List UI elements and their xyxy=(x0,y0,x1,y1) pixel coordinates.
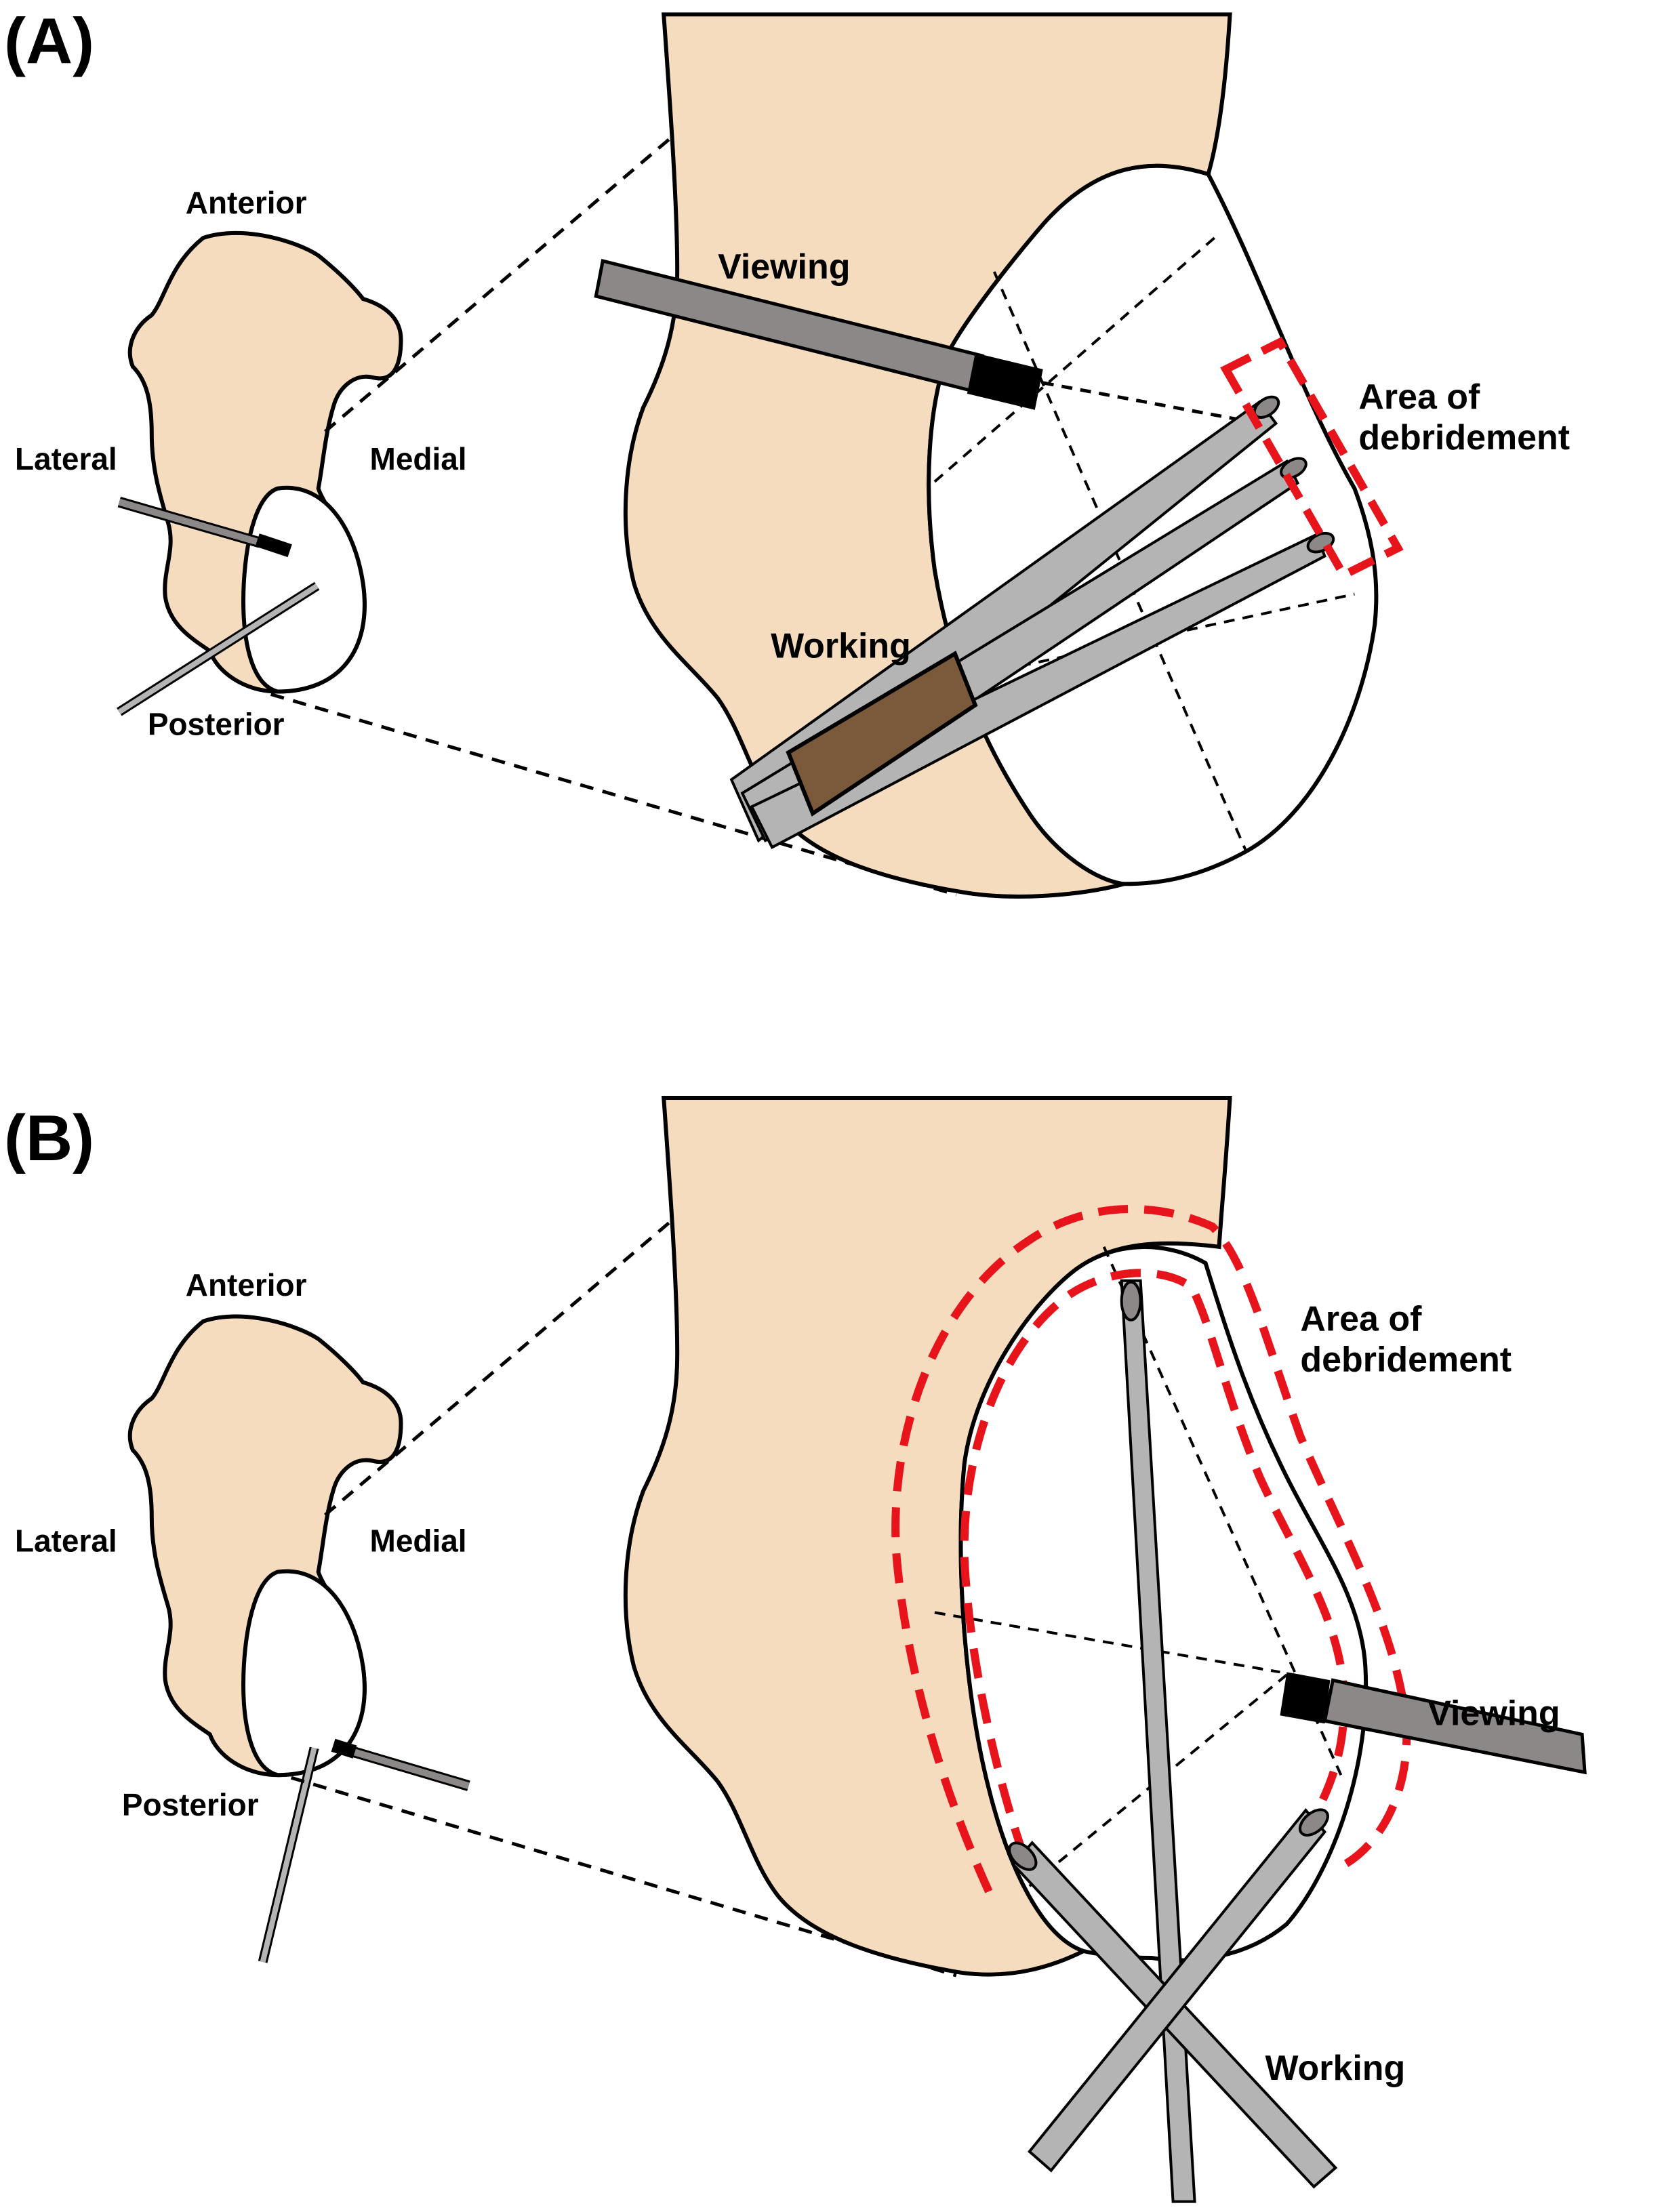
panel-a-zoom-line-top xyxy=(323,124,687,433)
panel-a-debridement-area xyxy=(1220,337,1404,581)
panel-b-enlarged-view: Viewing Working Area of debridement xyxy=(623,1096,1587,2203)
panel-b-small-working xyxy=(260,1747,317,1963)
panel-b-label-lateral: Lateral xyxy=(15,1523,117,1558)
panel-a-working-cannula xyxy=(786,651,978,817)
panel-b-debridement-inner xyxy=(960,1269,1348,1858)
panel-b-calcaneus-outline: Anterior Lateral Medial Posterior xyxy=(15,1267,470,1963)
panel-b-tool-tip-right xyxy=(1298,1808,1329,1837)
panel-a-label-viewing: Viewing xyxy=(718,247,850,287)
panel-a-dash-cross xyxy=(933,232,1220,483)
panel-b-viewing-shaft xyxy=(1322,1678,1587,1775)
panel-b-working-tools xyxy=(1008,1279,1338,2203)
panel-b-label-viewing: Viewing xyxy=(1427,1694,1560,1733)
panel-b-viewing-scope xyxy=(1280,1672,1587,1775)
panel-b: (B) Anterior Lateral Medial Posterior xyxy=(4,1096,1587,2203)
panel-b-small-viewing-tip xyxy=(331,1738,357,1759)
panel-b-label-area-line2: debridement xyxy=(1300,1340,1512,1380)
panel-b-debridement-outer xyxy=(891,1204,1411,1893)
panel-b-label-medial: Medial xyxy=(370,1523,467,1558)
panel-b-viewing-tip xyxy=(1280,1672,1331,1724)
panel-a-small-viewing-tip xyxy=(255,533,292,558)
panel-b-tool-tip-vertical xyxy=(1120,1280,1142,1322)
panel-b-small-viewing xyxy=(348,1747,470,1789)
panel-b-label-area-line1: Area of xyxy=(1300,1300,1422,1339)
panel-a-label-working: Working xyxy=(771,627,911,666)
panel-a-small-viewing xyxy=(118,498,262,546)
panel-a-label-area-line2: debridement xyxy=(1358,418,1570,457)
panel-b-posterior-facet xyxy=(241,1569,367,1778)
panel-a-small-working xyxy=(117,583,319,714)
panel-a-label-medial: Medial xyxy=(370,441,467,476)
panel-a-label-posterior: Posterior xyxy=(148,706,285,741)
panel-a-label-lateral: Lateral xyxy=(15,441,117,476)
panel-a-label-anterior: Anterior xyxy=(186,185,307,220)
panel-a-zoom-line-bottom xyxy=(270,693,957,897)
panel-a-letter: (A) xyxy=(4,5,94,77)
panel-b-zoom-line-top xyxy=(323,1207,687,1517)
panel-b-tool-tip-left xyxy=(1008,1841,1038,1871)
panel-a-viewing-tip xyxy=(967,352,1043,410)
panel-b-label-working: Working xyxy=(1265,2049,1405,2088)
panel-b-letter: (B) xyxy=(4,1102,94,1174)
panel-a-working-tools xyxy=(729,395,1335,850)
panel-a-calcaneus-outline: Anterior Lateral Medial Posterior xyxy=(15,185,467,741)
panel-a-viewing-scope xyxy=(594,258,1043,410)
panel-b-label-anterior: Anterior xyxy=(186,1267,307,1303)
panel-b-label-posterior: Posterior xyxy=(122,1787,259,1822)
panel-a-enlarged-view: Viewing Working Area of debridement xyxy=(594,12,1570,899)
panel-a-working-tool-3 xyxy=(750,532,1326,850)
panel-a-label-area-line1: Area of xyxy=(1358,377,1480,417)
panel-a: (A) Anterior Lateral Medial Posterior xyxy=(4,5,1570,899)
panel-b-dash-transverse xyxy=(934,1611,1280,1674)
panel-a-tool-tip-2 xyxy=(1280,457,1308,480)
